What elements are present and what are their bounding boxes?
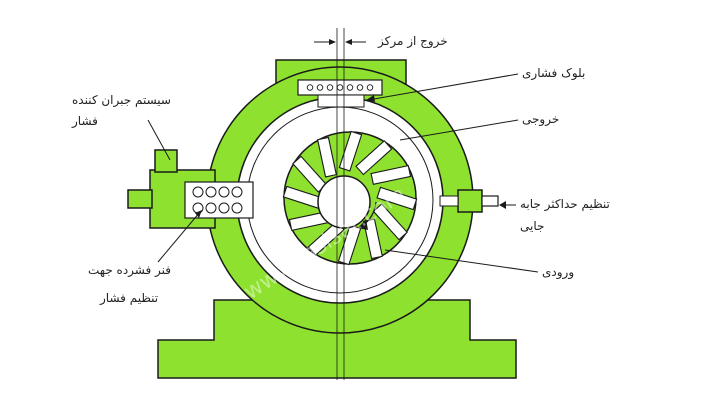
pressure-block-hole (366, 84, 374, 91)
spring-coil (192, 202, 204, 214)
label-compensator-line1: سیستم جبران کننده (72, 93, 171, 107)
label-pressure-block: بلوک فشاری (522, 66, 586, 80)
vane (376, 186, 418, 211)
label-inlet: ورودی (542, 265, 575, 279)
vane (370, 165, 412, 185)
label-max-displacement-line1: تنظیم حداکثر جابه (520, 197, 610, 211)
vane-slot (317, 136, 337, 178)
rotation-arrow-head (358, 219, 368, 230)
spring-coil (218, 202, 230, 214)
rotor-vanes (282, 130, 418, 266)
label-compensator-line2: فشار (72, 114, 98, 128)
offset-arrow-left-head (329, 39, 336, 45)
label-max-displacement-line2: جایی (520, 219, 545, 233)
vane (372, 203, 408, 241)
spring-coil (218, 186, 230, 198)
offset-arrow-right-head (345, 39, 352, 45)
pressure-block-hole (346, 84, 354, 91)
leader-pressure-block-head (366, 95, 375, 102)
pressure-block-hole (316, 84, 324, 91)
vane-slot (372, 203, 408, 241)
leader-spring-head (195, 210, 202, 218)
vane-slot (376, 186, 418, 211)
label-center-offset: خروج از مرکز (378, 34, 448, 48)
vane-slot (370, 165, 412, 185)
leader-max-displacement-head (499, 201, 506, 209)
leader-outlet (399, 119, 519, 141)
spring-coil (205, 202, 217, 214)
spring-coil (231, 202, 243, 214)
leader-compensator (147, 119, 171, 161)
pressure-block-hole (356, 84, 364, 91)
center-lines (314, 28, 366, 380)
left-compensator-cap (127, 189, 153, 209)
vane (338, 130, 363, 172)
leader-pressure-block (367, 73, 519, 101)
spring-coil (192, 186, 204, 198)
vane-slot (338, 130, 363, 172)
vane-slot (355, 140, 393, 176)
pressure-block-holes (306, 84, 374, 91)
compensator-spring (192, 186, 243, 214)
label-spring-line2: تنظیم فشار (100, 291, 159, 305)
max-displacement-screw (481, 195, 499, 207)
pressure-block-hole (336, 84, 344, 91)
pressure-block-hole (326, 84, 334, 91)
leader-lines (147, 73, 539, 273)
right-adjuster-housing (457, 189, 483, 213)
spring-coil (205, 186, 217, 198)
pressure-block-hole (306, 84, 314, 91)
pressure-block-inner (317, 94, 365, 108)
label-spring-line1: فنر فشرده جهت (88, 263, 172, 277)
leader-spring (157, 211, 201, 263)
adjuster-rod (439, 195, 459, 207)
compensator-port (154, 149, 178, 173)
spring-coil (231, 186, 243, 198)
label-outlet: خروجی (522, 112, 560, 126)
vane (317, 136, 337, 178)
vane (355, 140, 393, 176)
leader-inlet (384, 249, 539, 273)
